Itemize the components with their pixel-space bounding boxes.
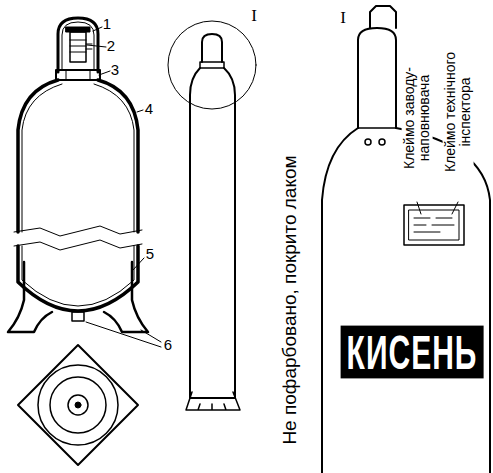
shoe: [8, 262, 52, 332]
leader-line: [417, 202, 458, 214]
hole: [379, 139, 385, 145]
shoe: [186, 392, 240, 410]
body-bottom-inner: [22, 246, 134, 306]
valve-detail: [70, 40, 92, 52]
view-mark: I: [340, 9, 346, 28]
callout-number: 3: [111, 62, 119, 79]
bottom-boss: [72, 312, 84, 321]
callout-number: 1: [103, 16, 111, 33]
callout-number: 6: [164, 337, 172, 354]
hole: [365, 139, 371, 145]
detail-circle: [168, 21, 256, 109]
finish-note: Не пофарбовано, покрито лаком: [280, 155, 301, 444]
gas-name: КИСЕНЬ: [341, 326, 484, 379]
cap: [202, 34, 222, 62]
valve: [70, 32, 86, 62]
body-bottom: [18, 246, 138, 311]
base-square: [18, 345, 138, 465]
neck: [358, 28, 396, 128]
view-mark: I: [251, 7, 257, 26]
neck-ring: [56, 70, 100, 80]
break-line: [14, 226, 142, 250]
stamp-label: Клеймо технічного інспектора: [443, 27, 474, 197]
stamp-marks: [414, 218, 454, 232]
callout-number: 5: [146, 246, 154, 263]
cap: [58, 18, 98, 72]
body-wall: [18, 80, 138, 232]
valve-wheel: [66, 27, 90, 32]
cap-inner: [62, 22, 94, 70]
cylinder-body: [190, 68, 235, 398]
ring-detail: [66, 70, 90, 80]
base-center: [75, 402, 81, 408]
callout-number: 4: [145, 101, 153, 118]
stamp-label: Клеймо заводу-наповнювача: [402, 38, 433, 198]
neck-ring: [358, 127, 396, 129]
body-wall-inner: [22, 84, 134, 232]
neck-ring: [200, 62, 224, 68]
base-circle: [50, 377, 106, 433]
stamp-inner: [409, 210, 459, 240]
leader-line: [86, 27, 161, 347]
shoe: [104, 262, 148, 332]
cap-nut: [370, 6, 396, 28]
callout-number: 2: [107, 38, 115, 55]
base-circle: [38, 365, 118, 445]
stamp: [404, 205, 464, 245]
base-circle: [68, 395, 88, 415]
